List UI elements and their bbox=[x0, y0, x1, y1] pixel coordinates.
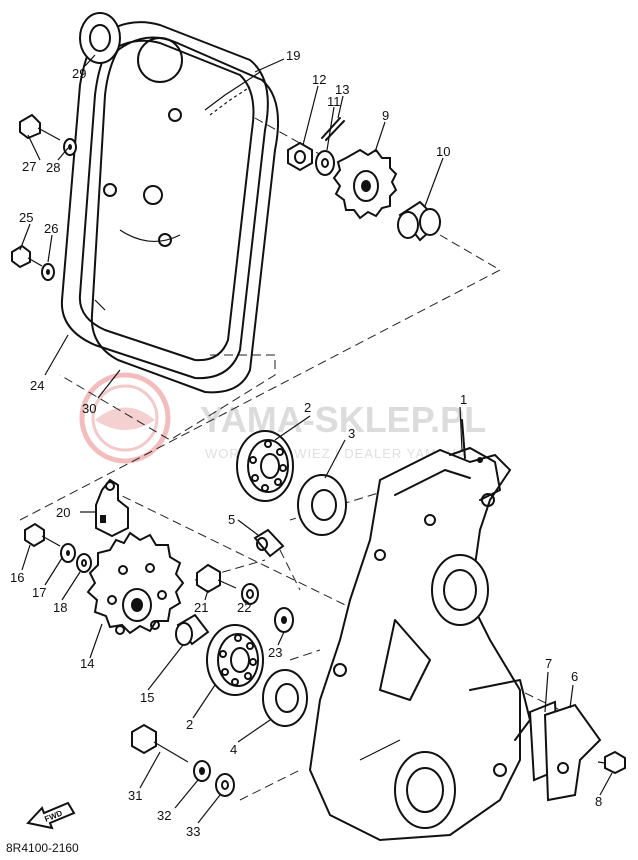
callout-2-upper: 2 bbox=[304, 400, 311, 415]
callout-10: 10 bbox=[436, 144, 450, 159]
washer-23 bbox=[274, 607, 294, 633]
callout-2-lower: 2 bbox=[186, 717, 193, 732]
callout-9: 9 bbox=[382, 108, 389, 123]
oil-seal bbox=[79, 12, 121, 64]
callout-numbers: 1 2 2 3 4 5 6 7 8 9 10 11 12 13 14 15 16… bbox=[10, 48, 602, 839]
callout-32: 32 bbox=[157, 808, 171, 823]
washer-11 bbox=[315, 150, 335, 176]
callout-15: 15 bbox=[140, 690, 154, 705]
drive-chain bbox=[204, 71, 261, 116]
bearing-lower bbox=[206, 624, 264, 696]
washer-33 bbox=[215, 773, 235, 797]
callout-8: 8 bbox=[595, 794, 602, 809]
collar-10 bbox=[397, 200, 442, 242]
callout-24: 24 bbox=[30, 378, 44, 393]
callout-12: 12 bbox=[312, 72, 326, 87]
bolt-27 bbox=[19, 113, 61, 141]
callout-18: 18 bbox=[53, 600, 67, 615]
callout-14: 14 bbox=[80, 656, 94, 671]
callout-19: 19 bbox=[286, 48, 300, 63]
callout-5: 5 bbox=[228, 512, 235, 527]
oil-seal-4 bbox=[262, 669, 308, 727]
callout-6: 6 bbox=[571, 669, 578, 684]
callout-20: 20 bbox=[56, 505, 70, 520]
callout-28: 28 bbox=[46, 160, 60, 175]
watermark-title: YAMA-SKLEP.PL bbox=[200, 399, 486, 440]
chain-case-gasket bbox=[90, 36, 279, 394]
callout-30: 30 bbox=[82, 401, 96, 416]
sprocket-14 bbox=[86, 531, 185, 635]
callout-21: 21 bbox=[194, 600, 208, 615]
fwd-arrow: FWD bbox=[26, 801, 76, 830]
watermark-logo bbox=[79, 372, 171, 464]
callout-23: 23 bbox=[268, 645, 282, 660]
collar-15 bbox=[175, 613, 210, 646]
callout-3: 3 bbox=[348, 426, 355, 441]
bolt-25 bbox=[11, 244, 43, 269]
callout-29: 29 bbox=[72, 66, 86, 81]
callout-16: 16 bbox=[10, 570, 24, 585]
bolt-8 bbox=[597, 750, 626, 775]
diagram-code: 8R4100-2160 bbox=[6, 841, 79, 855]
callout-4: 4 bbox=[230, 742, 237, 757]
cotter-pin-13 bbox=[321, 117, 345, 141]
washer-26 bbox=[41, 263, 55, 281]
bracket-6 bbox=[543, 703, 602, 802]
pin-5 bbox=[253, 528, 285, 558]
callout-26: 26 bbox=[44, 221, 58, 236]
washer-28 bbox=[63, 138, 77, 156]
bolt-31 bbox=[131, 723, 189, 763]
washer-32 bbox=[193, 760, 211, 782]
callout-1: 1 bbox=[460, 392, 467, 407]
callout-22: 22 bbox=[237, 600, 251, 615]
callout-11: 11 bbox=[327, 94, 341, 109]
washer-18 bbox=[76, 553, 92, 573]
bearing-upper bbox=[236, 430, 294, 502]
oil-seal-3 bbox=[297, 474, 347, 536]
chain-case-main bbox=[308, 419, 531, 842]
bolt-21 bbox=[196, 563, 237, 594]
nut-12 bbox=[287, 141, 313, 172]
washer-17 bbox=[60, 543, 76, 563]
bracket-20 bbox=[95, 478, 129, 538]
callout-27: 27 bbox=[22, 159, 36, 174]
callout-leaders bbox=[19, 54, 613, 824]
callout-13: 13 bbox=[335, 82, 349, 97]
sprocket-9 bbox=[332, 148, 398, 220]
bolt-16 bbox=[24, 522, 61, 548]
callout-25: 25 bbox=[19, 210, 33, 225]
callout-17: 17 bbox=[32, 585, 46, 600]
callout-33: 33 bbox=[186, 824, 200, 839]
callout-7: 7 bbox=[545, 656, 552, 671]
callout-31: 31 bbox=[128, 788, 142, 803]
